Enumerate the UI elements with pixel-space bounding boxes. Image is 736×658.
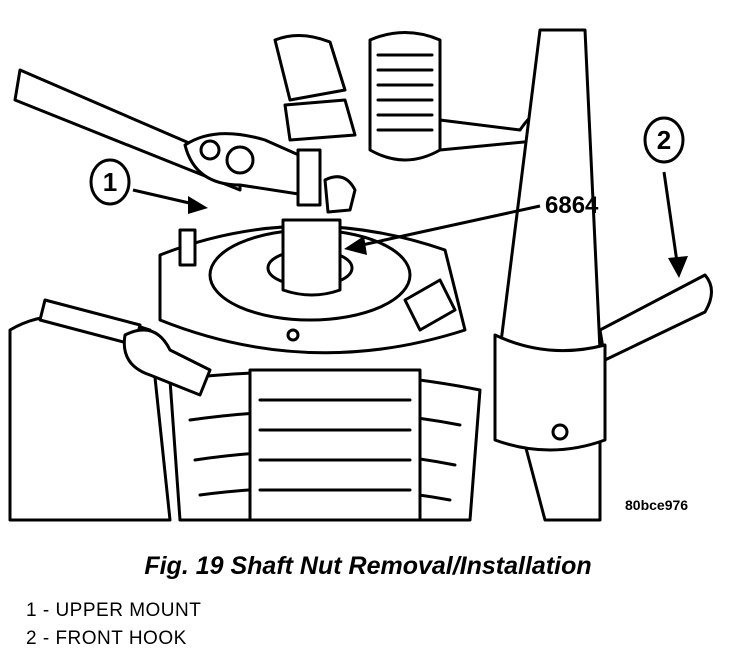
- tool-callout: 6864: [344, 192, 599, 255]
- callout-2: 2: [643, 116, 688, 278]
- front-hook-bar: [598, 273, 713, 362]
- left-nut: [122, 328, 212, 397]
- post-collar: [493, 333, 607, 452]
- rear-post: [273, 34, 347, 102]
- coil-hose: [368, 31, 442, 162]
- upper-left-bar: [13, 68, 242, 192]
- mount-stud: [178, 228, 197, 267]
- tool-top-bracket: [283, 98, 357, 142]
- legend-item-front-hook: 2 - FRONT HOOK: [26, 628, 187, 649]
- callout-1: 1: [89, 158, 208, 214]
- shock-body: [248, 368, 422, 522]
- image-code: 80bce976: [625, 497, 688, 513]
- side-bolt: [403, 278, 457, 332]
- tool-number-label: 6864: [545, 192, 599, 219]
- callout-2-label: 2: [657, 125, 671, 155]
- callout-1-label: 1: [103, 167, 117, 197]
- figure-caption: Fig. 19 Shaft Nut Removal/Installation: [144, 552, 592, 580]
- tool-shaft: [281, 218, 342, 297]
- tool-nut: [323, 175, 357, 214]
- legend-item-upper-mount: 1 - UPPER MOUNT: [26, 600, 202, 621]
- strut-illustration: 1 2 6864 80bce976: [8, 28, 713, 522]
